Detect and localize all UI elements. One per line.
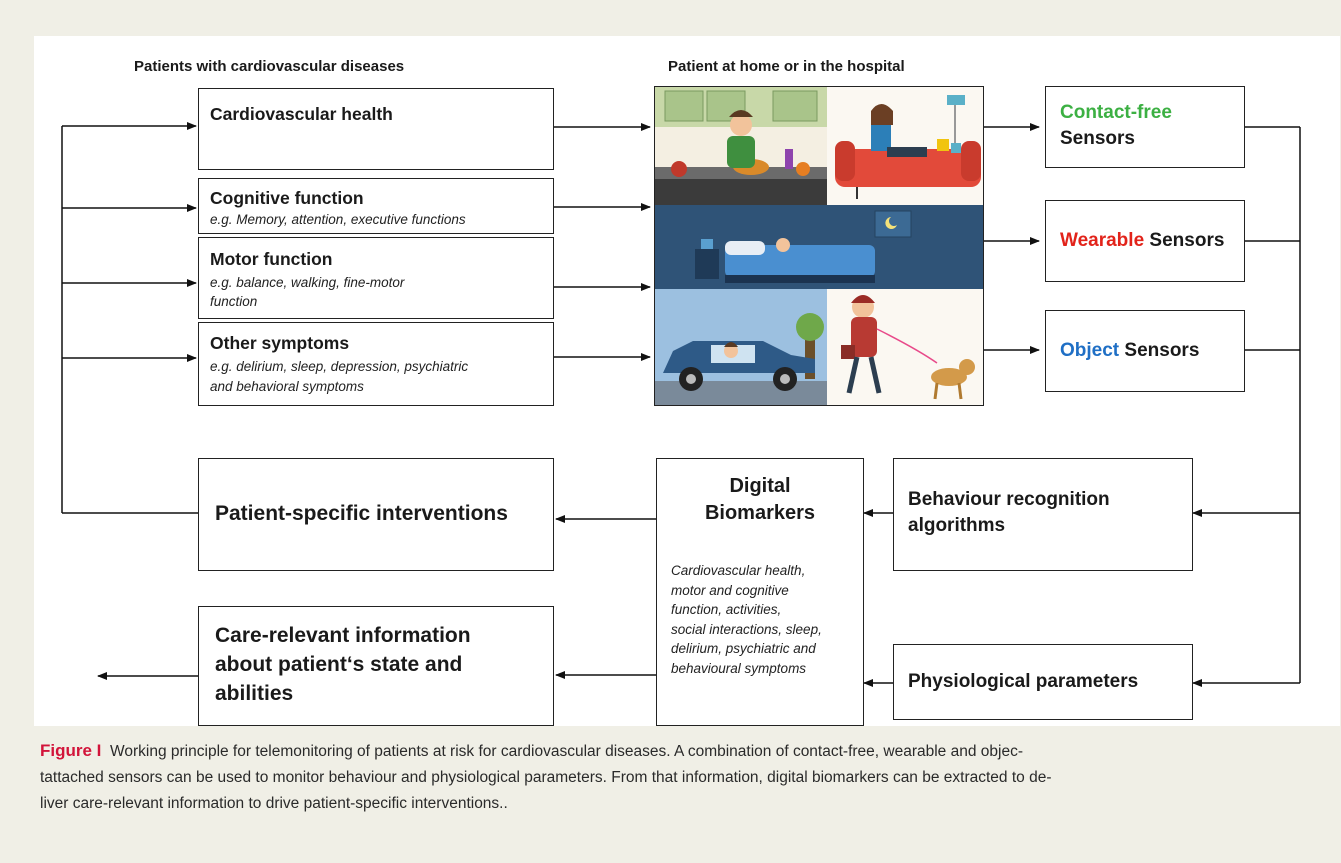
sensor-suffix-label: Sensors bbox=[1144, 230, 1225, 251]
condition-examples-line1: e.g. balance, walking, fine-motor bbox=[210, 275, 405, 290]
bedroom-scene bbox=[655, 205, 983, 289]
wearable-sensors-box: Wearable Sensors bbox=[1045, 200, 1245, 282]
condition-other-symptoms: Other symptoms e.g. delirium, sleep, dep… bbox=[198, 322, 554, 406]
caption-line2: tattached sensors can be used to monitor… bbox=[40, 769, 1052, 786]
care-information-box: Care-relevant information about patient‘… bbox=[198, 606, 554, 726]
biomarkers-desc-line: motor and cognitive bbox=[671, 582, 789, 598]
dog-walk-scene bbox=[827, 289, 983, 405]
caption-line3: liver care-relevant information to drive… bbox=[40, 795, 508, 812]
behaviour-line1: Behaviour recognition bbox=[908, 489, 1110, 510]
condition-cognitive-function: Cognitive function e.g. Memory, attentio… bbox=[198, 178, 554, 234]
biomarkers-desc-line: Cardiovascular health, bbox=[671, 563, 806, 578]
biomarkers-desc-line: delirium, psychiatric and bbox=[671, 641, 816, 656]
patient-scenes-illustration bbox=[654, 86, 984, 406]
condition-examples: e.g. Memory, attention, executive functi… bbox=[210, 212, 466, 227]
biomarkers-desc-line: social interactions, sleep, bbox=[671, 621, 822, 637]
figure-caption: Figure I Working principle for telemonit… bbox=[40, 738, 1330, 817]
behaviour-line2: algorithms bbox=[908, 515, 1006, 536]
condition-title: Motor function bbox=[210, 249, 333, 269]
patients-header: Patients with cardiovascular diseases bbox=[134, 58, 405, 75]
condition-title: Cardiovascular health bbox=[210, 104, 393, 124]
biomarkers-desc-line: behavioural symptoms bbox=[671, 660, 807, 676]
care-info-line1: Care-relevant information bbox=[215, 624, 471, 647]
biomarkers-title-line2: Biomarkers bbox=[704, 502, 816, 524]
kitchen-scene bbox=[655, 87, 827, 205]
contact-free-sensors-box: Contact-free Sensors bbox=[1045, 86, 1245, 168]
sensor-suffix-label: Sensors bbox=[1060, 128, 1135, 149]
condition-examples-line2: function bbox=[210, 294, 258, 309]
biomarkers-title-line1: Digital bbox=[729, 475, 791, 497]
sensor-type-label: Wearable bbox=[1060, 230, 1145, 251]
condition-examples-line1: e.g. delirium, sleep, depression, psychi… bbox=[210, 359, 469, 374]
interventions-label: Patient-specific interventions bbox=[215, 502, 508, 525]
care-info-line3: abilities bbox=[215, 682, 294, 705]
sensor-type-label: Contact-free bbox=[1060, 102, 1172, 123]
condition-motor-function: Motor function e.g. balance, walking, fi… bbox=[198, 237, 554, 319]
patient-interventions-box: Patient-specific interventions bbox=[198, 458, 554, 571]
car-scene bbox=[655, 289, 827, 405]
figure-number: Figure I bbox=[40, 741, 102, 760]
object-sensors-box: Object Sensors bbox=[1045, 310, 1245, 392]
physiological-label: Physiological parameters bbox=[908, 671, 1139, 692]
condition-title: Other symptoms bbox=[210, 333, 350, 353]
setting-header: Patient at home or in the hospital bbox=[668, 58, 905, 75]
care-info-line2: about patient‘s state and bbox=[215, 653, 463, 676]
physiological-parameters-box: Physiological parameters bbox=[893, 644, 1193, 720]
condition-examples-line2: and behavioral symptoms bbox=[210, 379, 364, 394]
caption-line1: Working principle for telemonitoring of … bbox=[110, 743, 1023, 760]
behaviour-recognition-box: Behaviour recognition algorithms bbox=[893, 458, 1193, 571]
condition-cardiovascular-health: Cardiovascular health bbox=[198, 88, 554, 170]
condition-title: Cognitive function bbox=[210, 188, 364, 208]
digital-biomarkers-box: Digital Biomarkers Cardiovascular health… bbox=[656, 458, 864, 726]
sensor-type-label: Object bbox=[1060, 340, 1120, 361]
biomarkers-desc-line: function, activities, bbox=[671, 602, 782, 617]
sensor-suffix-label: Sensors bbox=[1119, 340, 1200, 361]
sofa-scene bbox=[827, 87, 983, 205]
